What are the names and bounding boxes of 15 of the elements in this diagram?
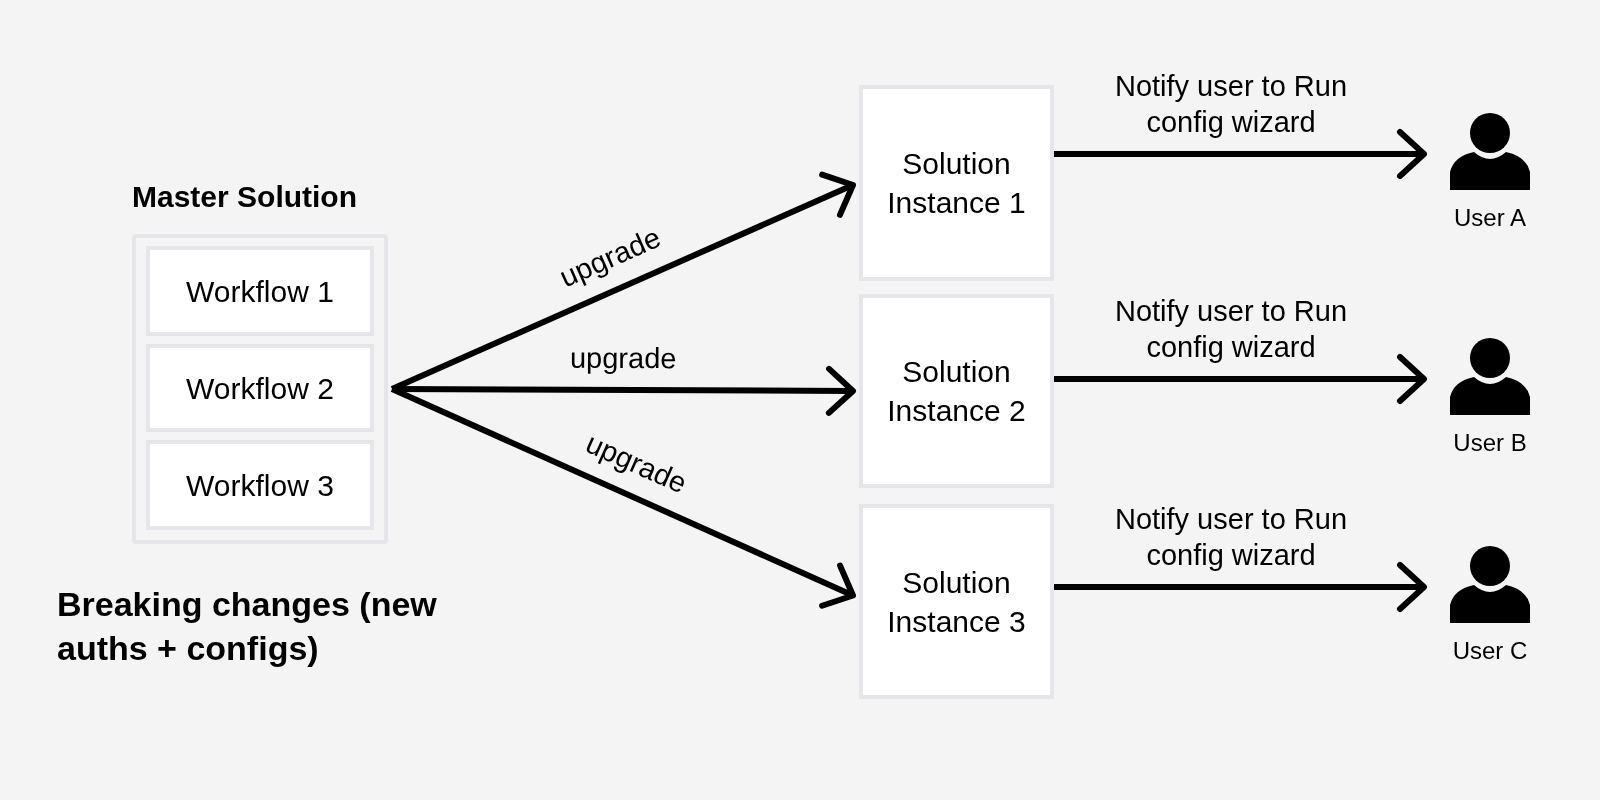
arrow bbox=[1054, 562, 1427, 612]
arrow bbox=[1054, 354, 1427, 404]
arrow bbox=[390, 386, 856, 609]
process-box: Workflow 2 bbox=[146, 344, 374, 432]
process-box: Solution Instance 1 bbox=[859, 85, 1054, 281]
process-box: Solution Instance 3 bbox=[859, 504, 1054, 699]
user-name: User B bbox=[1452, 429, 1528, 457]
note-text: Breaking changes (new auths + configs) bbox=[57, 584, 437, 670]
process-box: Workflow 3 bbox=[146, 440, 374, 530]
process-box: Solution Instance 2 bbox=[859, 294, 1054, 488]
user-name: User A bbox=[1453, 204, 1527, 232]
arrow bbox=[1054, 129, 1427, 179]
process-box: Workflow 1 bbox=[146, 246, 374, 336]
user-name: User C bbox=[1451, 637, 1529, 665]
group-title: Master Solution bbox=[132, 180, 357, 214]
